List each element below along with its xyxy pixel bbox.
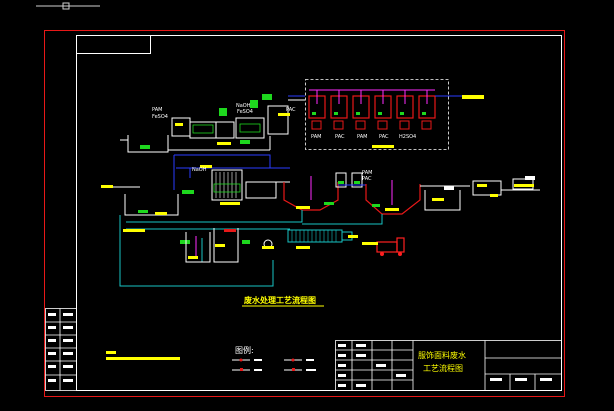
- dosing-pumps: [311, 120, 432, 130]
- title-block-entries: [338, 344, 552, 387]
- title-block-project-line2: 工艺流程图: [423, 363, 463, 373]
- header-box: [76, 35, 151, 54]
- main-water-line: [173, 95, 462, 190]
- dosing-label-pam-1: PAM: [311, 134, 321, 140]
- revision-entries: [48, 313, 73, 382]
- middle-label-pac: PAM: [362, 170, 372, 176]
- legend-title: 图例:: [235, 345, 254, 355]
- upper-label-pam: PAM: [152, 107, 162, 113]
- legend-items: [232, 358, 316, 371]
- upper-pretreatment: [120, 94, 305, 153]
- drawing-title: 废水处理工艺流程图: [244, 295, 316, 305]
- dosing-tanks: [308, 95, 436, 119]
- notes-bar: [106, 357, 180, 360]
- sludge-line: [119, 210, 383, 287]
- dosing-label-pac-2: PAC: [335, 134, 345, 140]
- title-block-project-line1: 服饰面料废水: [418, 350, 466, 360]
- dosing-label-h2so4: H2SO4: [399, 134, 416, 140]
- middle-label-naoh: NaOH: [192, 167, 207, 173]
- upper-label-pac: PAC: [286, 107, 296, 113]
- dosing-room-tag: [462, 95, 484, 99]
- title-block: [335, 340, 562, 391]
- upper-tags: [175, 113, 290, 145]
- sludge-truck-icon: [362, 237, 405, 256]
- sludge-treatment: [123, 228, 358, 263]
- middle-label-pam: PAC: [362, 176, 372, 182]
- sheet-border-red: [44, 30, 565, 397]
- viewport-toolbar[interactable]: [36, 2, 100, 10]
- middle-treatment: [101, 165, 540, 216]
- dosing-label-pac-3: PAC: [379, 134, 389, 140]
- dosing-room-box: [305, 79, 449, 150]
- upper-label-naoh: NaOH: [236, 103, 251, 109]
- sheet-frame: [76, 35, 562, 391]
- revision-block: [45, 308, 77, 391]
- notes-bar-short: [106, 351, 116, 354]
- upper-label-feso4-2: FeSO4: [237, 109, 253, 115]
- dosing-label-pam-3: PAM: [357, 134, 367, 140]
- dosing-tank-levels: [312, 112, 426, 115]
- dosing-tank-mixers: [309, 89, 435, 104]
- upper-label-feso4: FeSO4: [152, 114, 168, 120]
- dosing-tag: [372, 145, 394, 148]
